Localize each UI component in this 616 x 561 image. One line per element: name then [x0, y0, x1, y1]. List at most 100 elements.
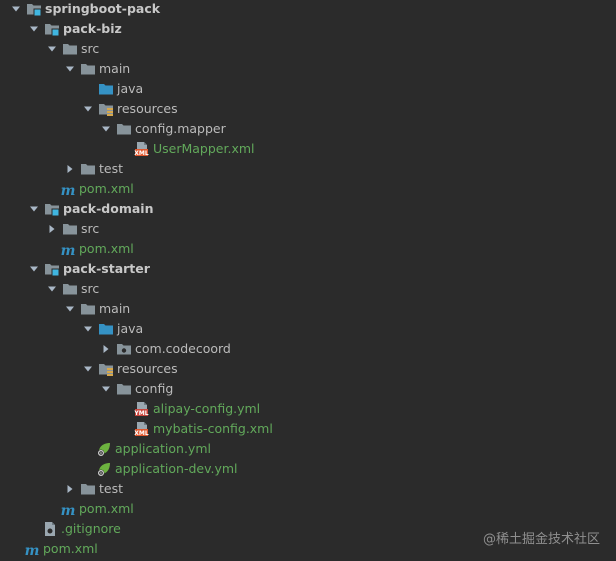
tree-row-label: config.mapper: [135, 121, 226, 136]
expanded-arrow-icon[interactable]: [46, 279, 58, 299]
tree-row[interactable]: resources: [82, 99, 178, 119]
tree-row[interactable]: pack-starter: [28, 259, 150, 279]
expanded-arrow-icon[interactable]: [100, 119, 112, 139]
package-icon: [116, 341, 132, 357]
tree-row-label: src: [81, 221, 100, 236]
tree-row-label: springboot-pack: [45, 1, 161, 16]
folder-icon: [80, 61, 96, 77]
tree-row[interactable]: test: [64, 479, 123, 499]
tree-row-label: main: [99, 301, 131, 316]
expanded-arrow-icon[interactable]: [82, 359, 94, 379]
tree-row-label: src: [81, 41, 100, 56]
folder-icon: [62, 281, 78, 297]
tree-row-label: application-dev.yml: [115, 461, 238, 476]
tree-row[interactable]: pack-domain: [28, 199, 153, 219]
tree-row-label: test: [99, 161, 124, 176]
svg-text:XML: XML: [134, 430, 149, 437]
svg-text:XML: XML: [134, 150, 149, 157]
watermark: @稀土掘金技术社区: [482, 532, 600, 547]
expanded-arrow-icon[interactable]: [82, 99, 94, 119]
tree-row[interactable]: pack-biz: [28, 19, 122, 39]
tree-row-label: mybatis-config.xml: [153, 421, 273, 436]
expanded-arrow-icon[interactable]: [82, 319, 94, 339]
expanded-arrow-icon[interactable]: [64, 59, 76, 79]
xml-file-icon: XML: [134, 421, 150, 437]
spring-config-icon: [96, 441, 112, 457]
collapsed-arrow-icon[interactable]: [46, 219, 58, 239]
tree-row[interactable]: src: [46, 279, 99, 299]
tree-row[interactable]: java: [82, 79, 143, 99]
maven-icon: m: [24, 543, 40, 559]
tree-row[interactable]: com.codecoord: [100, 339, 231, 359]
tree-row-label: pom.xml: [79, 181, 134, 196]
maven-icon: m: [60, 243, 76, 259]
folder-icon: [80, 161, 96, 177]
tree-row[interactable]: .gitignore: [26, 519, 121, 539]
tree-row[interactable]: application-dev.yml: [80, 459, 238, 479]
tree-row-label: pom.xml: [79, 241, 134, 256]
folder-icon: [116, 121, 132, 137]
tree-row[interactable]: src: [46, 219, 99, 239]
expanded-arrow-icon[interactable]: [28, 19, 40, 39]
tree-row-label: UserMapper.xml: [153, 141, 255, 156]
module-folder-icon: [44, 261, 60, 277]
collapsed-arrow-icon[interactable]: [64, 479, 76, 499]
expanded-arrow-icon[interactable]: [28, 259, 40, 279]
collapsed-arrow-icon[interactable]: [64, 159, 76, 179]
tree-row-label: pack-domain: [63, 201, 154, 216]
tree-row-label: alipay-config.yml: [153, 401, 261, 416]
gitignore-icon: [42, 521, 58, 537]
tree-row-label: .gitignore: [61, 521, 121, 536]
tree-row-label: pom.xml: [43, 541, 98, 556]
tree-row-label: application.yml: [115, 441, 211, 456]
module-folder-icon: [44, 201, 60, 217]
tree-row-label: java: [117, 81, 144, 96]
expanded-arrow-icon[interactable]: [28, 199, 40, 219]
expanded-arrow-icon[interactable]: [64, 299, 76, 319]
tree-row[interactable]: main: [64, 59, 130, 79]
tree-row-label: pack-starter: [63, 261, 150, 276]
tree-row-label: com.codecoord: [135, 341, 231, 356]
resources-folder-icon: [98, 101, 114, 117]
tree-row[interactable]: YML alipay-config.yml: [118, 399, 260, 419]
tree-row-label: resources: [117, 361, 178, 376]
tree-row[interactable]: config: [100, 379, 173, 399]
expanded-arrow-icon[interactable]: [100, 379, 112, 399]
collapsed-arrow-icon[interactable]: [100, 339, 112, 359]
folder-icon: [116, 381, 132, 397]
module-folder-icon: [44, 21, 60, 37]
tree-row[interactable]: test: [64, 159, 123, 179]
spring-config-icon: [96, 461, 112, 477]
tree-row[interactable]: src: [46, 39, 99, 59]
tree-row[interactable]: resources: [82, 359, 178, 379]
tree-row-label: config: [135, 381, 174, 396]
xml-file-icon: XML: [134, 141, 150, 157]
source-folder-icon: [98, 321, 114, 337]
module-folder-icon: [26, 1, 42, 17]
tree-row[interactable]: main: [64, 299, 130, 319]
tree-row-label: src: [81, 281, 100, 296]
folder-icon: [62, 41, 78, 57]
yml-file-icon: YML: [134, 401, 150, 417]
tree-row[interactable]: XML UserMapper.xml: [118, 139, 255, 159]
tree-row[interactable]: application.yml: [80, 439, 211, 459]
tree-row-label: resources: [117, 101, 178, 116]
tree-row-label: pack-biz: [63, 21, 122, 36]
tree-row-label: pom.xml: [79, 501, 134, 516]
tree-row[interactable]: java: [82, 319, 143, 339]
folder-icon: [62, 221, 78, 237]
expanded-arrow-icon[interactable]: [10, 0, 22, 19]
maven-icon: m: [60, 503, 76, 519]
tree-row[interactable]: XML mybatis-config.xml: [118, 419, 273, 439]
resources-folder-icon: [98, 361, 114, 377]
tree-row[interactable]: springboot-pack: [10, 0, 160, 19]
tree-row[interactable]: config.mapper: [100, 119, 226, 139]
svg-text:YML: YML: [134, 410, 149, 417]
source-folder-icon: [98, 81, 114, 97]
expanded-arrow-icon[interactable]: [46, 39, 58, 59]
maven-icon: m: [60, 183, 76, 199]
